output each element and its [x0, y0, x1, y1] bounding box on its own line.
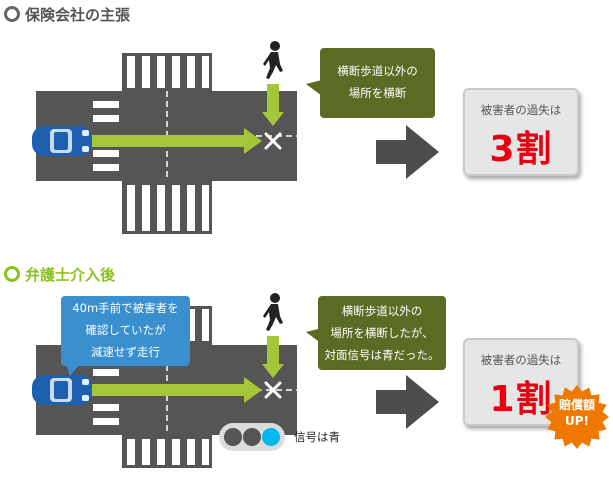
- bubble-tail: [306, 80, 322, 96]
- pedestrian-bubble-after: 横断歩道以外の 場所を横断したが、 対面信号は青だった。: [318, 296, 446, 370]
- crosswalk-top: [127, 56, 209, 88]
- section-title-after: 弁護士介入後: [4, 262, 115, 286]
- bubble-line: 確認していたが: [85, 323, 166, 337]
- bubble-line: 横断歩道以外の: [337, 64, 418, 78]
- result-value: 3割: [489, 129, 553, 170]
- bubble-line: 横断歩道以外の: [341, 304, 423, 318]
- bubble-line: 対面信号は青だった。: [324, 348, 440, 362]
- result-label: 被害者の過失は: [480, 103, 562, 117]
- result-value: 1割: [489, 379, 553, 420]
- result-box-before: 被害者の過失は 3割: [463, 88, 579, 176]
- bubble-line: 場所を横断したが、: [330, 326, 434, 340]
- circle-bullet-icon: [4, 266, 20, 282]
- bubble-line: 場所を横断: [348, 86, 407, 100]
- result-arrow-icon: [376, 125, 439, 179]
- badge-line: 賠償額: [558, 398, 595, 412]
- pedestrian-icon: [263, 41, 283, 79]
- car-bubble-after: 40m手前で被害者を 確認していたが 減速せず走行: [61, 296, 190, 366]
- result-arrow-icon: [376, 375, 439, 429]
- car-path-arrow: [92, 377, 262, 403]
- result-label: 被害者の過失は: [480, 353, 562, 367]
- crosswalk-bottom: [127, 185, 209, 231]
- car-icon: [32, 375, 92, 405]
- pedestrian-path-arrow: [262, 84, 284, 126]
- badge-line: UP!: [564, 414, 589, 428]
- bubble-line: 40m手前で被害者を: [72, 301, 179, 315]
- section-title-text: 保険会社の主張: [25, 5, 131, 24]
- pedestrian-icon: [263, 293, 283, 331]
- crosswalk-bottom: [127, 439, 209, 465]
- car-bubble-tail: [66, 364, 80, 376]
- pedestrian-bubble-before: 横断歩道以外の 場所を横断: [320, 48, 435, 118]
- collision-x-icon: [264, 381, 282, 399]
- section-title-before: 保険会社の主張: [4, 2, 130, 26]
- circle-bullet-icon: [4, 6, 20, 22]
- damages-up-badge: 賠償額 UP!: [544, 397, 610, 429]
- collision-x-icon: [264, 132, 282, 150]
- badge-burst-icon: [545, 385, 609, 449]
- car-icon: [32, 126, 92, 156]
- pedestrian-path-arrow: [262, 336, 284, 378]
- car-path-arrow: [92, 128, 262, 154]
- signal-caption: 信号は青: [294, 430, 340, 444]
- crosswalk-left: [93, 101, 119, 171]
- section-title-text: 弁護士介入後: [25, 265, 116, 284]
- traffic-signal-icon: [219, 423, 285, 451]
- bubble-line: 減速せず走行: [91, 345, 160, 359]
